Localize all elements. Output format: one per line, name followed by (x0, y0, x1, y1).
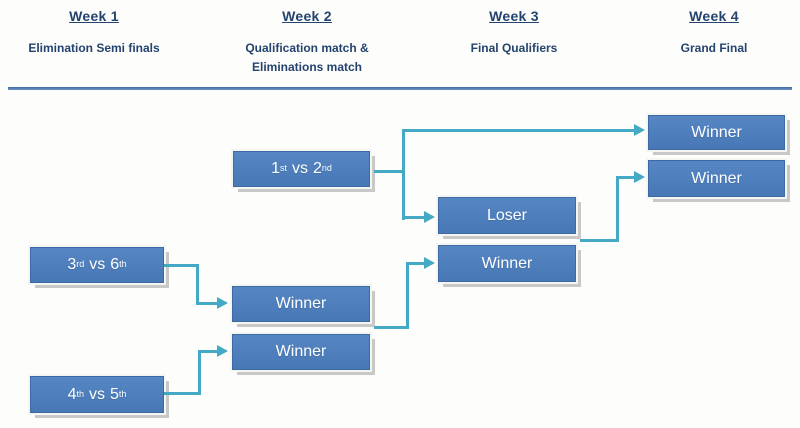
winner-label: Winner (275, 343, 327, 360)
connector-1v2-out (374, 170, 405, 173)
week-3-subtitle: Final Qualifiers (470, 41, 558, 55)
connector-week2-out (374, 326, 409, 329)
connector-4v5-in (198, 350, 218, 353)
connector-week3-out (580, 239, 619, 242)
connector-arrow-week4-top-icon (634, 124, 645, 136)
connector-arrow-week2-top-icon (217, 297, 228, 309)
vs-label: vs (89, 385, 105, 403)
seed-left: 3 (67, 256, 77, 273)
connector-arrow-loser-icon (424, 211, 435, 223)
header-week-2: Week 2 Qualification match & Elimination… (217, 8, 397, 77)
vs-label: vs (89, 256, 106, 273)
connector-to-week4-top (402, 129, 634, 132)
winner-label: Winner (481, 254, 533, 272)
connector-3v6-down (196, 264, 199, 305)
connector-week2-in (406, 262, 425, 265)
header-divider-line (8, 87, 792, 90)
week-2-title: Week 2 (282, 8, 332, 24)
connector-1v2-split (402, 129, 405, 220)
vs-label: vs (292, 160, 308, 177)
seed-right: 5 (110, 385, 119, 403)
seed-right: 2 (313, 160, 322, 177)
winner-label: Winner (691, 123, 742, 141)
header-week-4: Week 4 Grand Final (624, 8, 800, 58)
connector-4v5-up (198, 351, 201, 395)
connector-4v5-out (164, 392, 201, 395)
week4-winner-top-box: Winner (648, 115, 785, 150)
week2-winner-top-box: Winner (232, 286, 370, 322)
week4-winner-bottom-box: Winner (648, 160, 785, 197)
loser-label: Loser (486, 206, 528, 224)
connector-week2-up (406, 262, 409, 329)
week-1-subtitle: Elimination Semi finals (28, 41, 160, 55)
week-4-title: Week 4 (689, 8, 739, 24)
connector-week3-in (616, 176, 635, 179)
week-4-subtitle: Grand Final (680, 41, 748, 55)
week2-winner-bottom-box: Winner (232, 334, 370, 370)
connector-week3-up (616, 176, 619, 242)
seed-right: 6 (110, 256, 120, 273)
week3-winner-box: Winner (438, 245, 576, 282)
header-week-3: Week 3 Final Qualifiers (424, 8, 604, 58)
week-3-title: Week 3 (489, 8, 539, 24)
week-2-subtitle-line2: Eliminations match (251, 60, 363, 74)
connector-3v6-out (164, 264, 199, 267)
winner-label: Winner (691, 169, 742, 187)
seed-left: 1 (271, 160, 280, 177)
connector-3v6-in (196, 302, 218, 305)
connector-to-loser (405, 216, 425, 219)
week3-loser-box: Loser (438, 197, 576, 234)
week-1-title: Week 1 (69, 8, 119, 24)
connector-arrow-week3-winner-icon (424, 257, 435, 269)
seed-left: 4 (67, 385, 77, 403)
connector-arrow-week4-bottom-icon (634, 171, 645, 183)
winner-label: Winner (275, 295, 327, 312)
connector-arrow-week2-bottom-icon (217, 345, 228, 357)
week-2-subtitle-line1: Qualification match & (245, 41, 369, 55)
header-week-1: Week 1 Elimination Semi finals (5, 8, 183, 58)
